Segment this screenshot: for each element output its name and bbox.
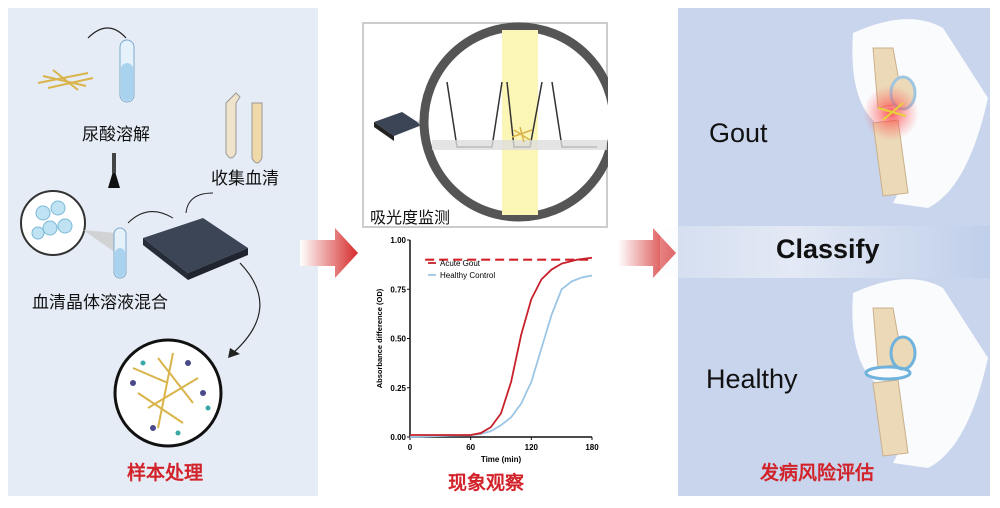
classify-label: Classify xyxy=(776,234,880,264)
y-tick-label: 0.50 xyxy=(390,335,406,344)
test-tube-icon-2 xyxy=(113,227,127,279)
y-tick-label: 1.00 xyxy=(390,236,406,245)
x-axis-label: Time (min) xyxy=(481,455,522,464)
x-tick-label: 180 xyxy=(585,443,599,452)
legend-label: Healthy Control xyxy=(440,271,495,280)
collect-serum-label: 收集血清 xyxy=(211,169,279,189)
microplate-icon xyxy=(143,218,248,280)
classify-band xyxy=(660,226,990,278)
y-axis-label: Absorbance difference (OD) xyxy=(375,288,384,388)
sample-processing-illustration xyxy=(20,27,263,448)
y-tick-label: 0.25 xyxy=(390,384,406,393)
arrow-right-icon xyxy=(300,228,358,278)
phenomenon-observation-title: 现象观察 xyxy=(448,472,525,494)
mixture-magnifier-icon xyxy=(113,338,223,448)
healthy-knee-icon xyxy=(852,279,988,468)
microplate-icon xyxy=(374,112,422,141)
sample-processing-title: 样本处理 xyxy=(127,462,204,484)
x-tick-label: 0 xyxy=(408,443,413,452)
gout-knee-icon xyxy=(852,19,988,208)
y-tick-label: 0.00 xyxy=(390,433,406,442)
dissolve-uric-acid-label: 尿酸溶解 xyxy=(82,125,150,145)
x-tick-label: 120 xyxy=(525,443,539,452)
arrow-down-icon xyxy=(108,168,120,188)
serum-tubes-icon xyxy=(225,92,263,164)
healthy-label: Healthy xyxy=(706,364,798,394)
uric-acid-crystals-icon xyxy=(37,69,94,91)
test-tube-icon xyxy=(119,39,135,103)
mix-label: 血清晶体溶液混合 xyxy=(32,293,168,313)
series-line-acute-gout xyxy=(410,256,593,436)
absorbance-illustration xyxy=(374,22,608,222)
absorbance-monitoring-label: 吸光度监测 xyxy=(370,208,451,227)
legend-label: Acute Gout xyxy=(440,259,481,268)
arrow-icon xyxy=(87,27,127,39)
y-tick-label: 0.75 xyxy=(390,285,406,294)
risk-assessment-title: 发病风险评估 xyxy=(760,462,875,484)
gout-label: Gout xyxy=(709,118,768,148)
x-tick-label: 60 xyxy=(466,443,475,452)
series-line-healthy-control xyxy=(409,274,593,438)
knee-illustrations xyxy=(852,19,988,468)
